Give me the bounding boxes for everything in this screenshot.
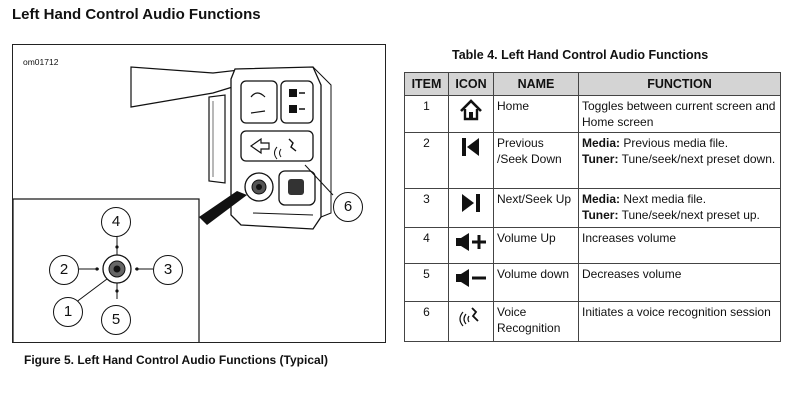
item-function: Media: Previous media file. Tuner: Tune/…: [578, 132, 781, 189]
item-name: Home: [493, 95, 579, 133]
item-number: 1: [404, 95, 449, 133]
table-row: 6 Voice Recognition Initiates a voice re…: [404, 301, 781, 342]
function-line: Toggles between current screen and Home …: [582, 99, 776, 129]
item-name: Next/Seek Up: [493, 188, 579, 228]
function-line: Increases volume: [582, 231, 677, 245]
callout-1: 1: [53, 297, 83, 327]
figure-code: om01712: [23, 57, 59, 67]
item-function: Decreases volume: [578, 263, 781, 302]
function-line: Tuner: Tune/seek/next preset down.: [582, 152, 776, 166]
callout-3: 3: [153, 255, 183, 285]
next-seek-icon: [462, 194, 480, 212]
table-title: Table 4. Left Hand Control Audio Functio…: [452, 48, 709, 62]
item-number: 4: [404, 227, 449, 264]
function-line: Media: Next media file.: [582, 192, 707, 206]
item-name: Volume down: [493, 263, 579, 302]
item-number: 6: [404, 301, 449, 342]
callout-6: 6: [333, 192, 363, 222]
volume-down-icon: [456, 269, 486, 287]
header-name: NAME: [493, 72, 579, 96]
item-number: 3: [404, 188, 449, 228]
header-icon: ICON: [448, 72, 494, 96]
item-function: Media: Next media file. Tuner: Tune/seek…: [578, 188, 781, 228]
item-number: 2: [404, 132, 449, 189]
home-icon: [460, 99, 482, 121]
audio-functions-table: ITEM ICON NAME FUNCTION 1 Home Toggles b…: [404, 72, 781, 342]
item-name: Voice Recognition: [493, 301, 579, 342]
item-function: Increases volume: [578, 227, 781, 264]
table-row: 3 Next/Seek Up Media: Next media file. T…: [404, 188, 781, 228]
volume-up-icon: [456, 233, 486, 251]
item-name: Previous /Seek Down: [493, 132, 579, 189]
previous-seek-icon: [462, 138, 479, 156]
item-function: Toggles between current screen and Home …: [578, 95, 781, 133]
item-number: 5: [404, 263, 449, 302]
item-name: Volume Up: [493, 227, 579, 264]
table-header-row: ITEM ICON NAME FUNCTION: [404, 72, 781, 96]
figure-caption: Figure 5. Left Hand Control Audio Functi…: [24, 353, 328, 367]
function-line: Decreases volume: [582, 267, 682, 281]
header-function: FUNCTION: [578, 72, 781, 96]
table-row: 2 Previous /Seek Down Media: Previous me…: [404, 132, 781, 189]
table-row: 4 Volume Up Increases volume: [404, 227, 781, 264]
callout-4: 4: [101, 207, 131, 237]
callout-2: 2: [49, 255, 79, 285]
function-line: Media: Previous media file.: [582, 136, 729, 150]
figure-illustration: om01712: [12, 44, 386, 343]
page-title: Left Hand Control Audio Functions: [12, 6, 261, 23]
item-function: Initiates a voice recognition ses­sion: [578, 301, 781, 342]
header-item: ITEM: [404, 72, 449, 96]
voice-recognition-icon: [459, 307, 479, 327]
callout-5: 5: [101, 305, 131, 335]
function-line: Tuner: Tune/seek/next preset up.: [582, 208, 760, 222]
function-line: Initiates a voice recognition ses­sion: [582, 305, 771, 319]
table-row: 1 Home Toggles between current screen an…: [404, 95, 781, 133]
table-row: 5 Volume down Decreases volume: [404, 263, 781, 302]
